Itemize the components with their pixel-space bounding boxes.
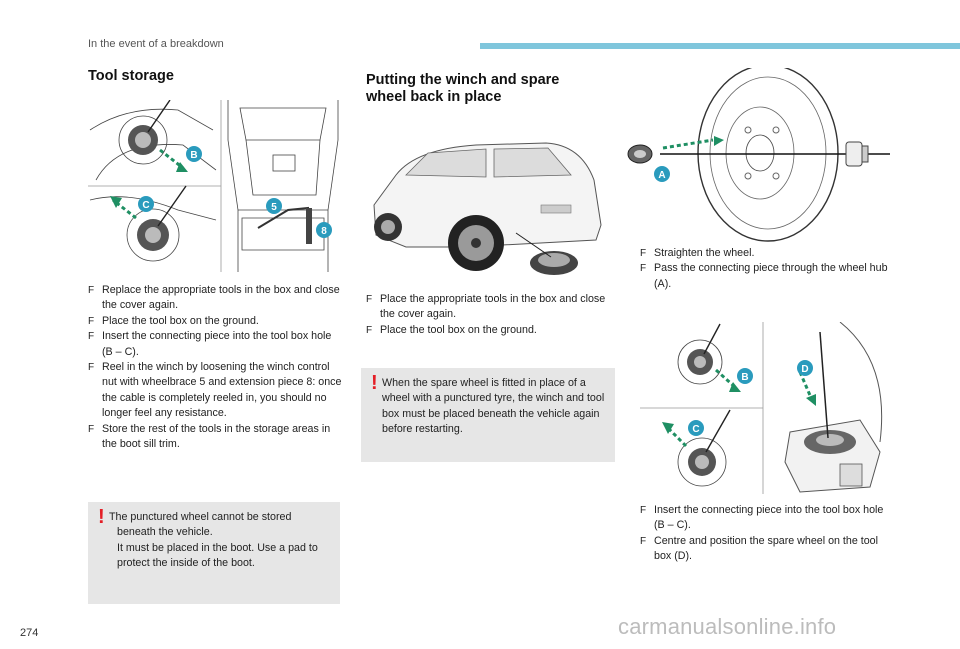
step-item: Place the appropriate tools in the box a… bbox=[366, 292, 616, 323]
tool-storage-heading: Tool storage bbox=[88, 68, 174, 84]
label-c: C bbox=[692, 424, 699, 435]
label-c: C bbox=[142, 200, 149, 211]
connecting-piece bbox=[627, 144, 653, 164]
warning-icon: ! bbox=[371, 372, 378, 394]
note-line: It must be placed in the boot. Use a pad… bbox=[117, 541, 318, 554]
label-c-badge bbox=[688, 420, 704, 436]
wheel-hub-steps: Straighten the wheel. Pass the connectin… bbox=[640, 246, 892, 292]
winch-nut bbox=[845, 141, 869, 167]
winch-heading: Putting the winch and spare wheel back i… bbox=[366, 72, 560, 105]
winch-warning-note: ! When the spare wheel is fitted in plac… bbox=[361, 368, 615, 462]
car-spare-wheel-illustration bbox=[366, 135, 611, 277]
step-item: Straighten the wheel. bbox=[640, 246, 892, 262]
step-item: Insert the connecting piece into the too… bbox=[88, 329, 344, 360]
note-line: beneath the vehicle. bbox=[117, 526, 213, 539]
step-item: Insert the connecting piece into the too… bbox=[640, 503, 892, 534]
label-c-badge bbox=[138, 196, 154, 212]
note-line: protect the inside of the boot. bbox=[117, 557, 255, 570]
label-5-badge bbox=[266, 198, 282, 214]
section-accent-bar bbox=[480, 43, 960, 49]
label-b: B bbox=[190, 150, 197, 161]
step-item: Centre and position the spare wheel on t… bbox=[640, 534, 892, 565]
label-8: 8 bbox=[321, 226, 327, 237]
tool-storage-steps: Replace the appropriate tools in the box… bbox=[88, 283, 344, 452]
suv-drawing bbox=[373, 142, 602, 271]
label-8-badge bbox=[316, 222, 332, 238]
tool-box-hole-c bbox=[662, 409, 731, 487]
wheel-hub-illustration: A bbox=[618, 68, 890, 244]
label-b-badge bbox=[737, 368, 753, 384]
label-a: A bbox=[658, 170, 665, 181]
step-item: Place the tool box on the ground. bbox=[366, 323, 616, 339]
spare-wheel-drawing bbox=[515, 232, 578, 275]
step-item: Replace the appropriate tools in the box… bbox=[88, 283, 344, 314]
boot-interior-drawing bbox=[227, 100, 339, 272]
spare-wheel-on-tool-box bbox=[784, 322, 883, 493]
tool-box-positioning-illustration: B C D bbox=[640, 322, 892, 494]
step-item: Place the tool box on the ground. bbox=[88, 314, 344, 330]
page-number: 274 bbox=[20, 627, 39, 639]
tool-box-bottom-detail bbox=[89, 185, 217, 262]
label-b-badge bbox=[186, 146, 202, 162]
label-d-badge bbox=[797, 360, 813, 376]
label-5: 5 bbox=[271, 202, 277, 213]
tool-box-top-detail bbox=[89, 100, 217, 181]
step-item: Reel in the winch by loosening the winch… bbox=[88, 360, 344, 422]
watermark: carmanualsonline.info bbox=[618, 614, 837, 639]
tool-storage-warning-note: ! The punctured wheel cannot be stored b… bbox=[88, 502, 340, 604]
section-title: In the event of a breakdown bbox=[88, 38, 224, 50]
tool-box-steps: Insert the connecting piece into the too… bbox=[640, 503, 892, 565]
note-line: The punctured wheel cannot be stored bbox=[109, 511, 292, 523]
tool-storage-illustration: B C 5 8 bbox=[88, 100, 340, 272]
winch-steps: Place the appropriate tools in the box a… bbox=[366, 292, 616, 339]
label-a-badge bbox=[654, 166, 670, 182]
warning-icon: ! bbox=[98, 506, 105, 528]
step-item: Store the rest of the tools in the stora… bbox=[88, 422, 344, 453]
note-text: When the spare wheel is fitted in place … bbox=[382, 377, 605, 436]
step-item: Pass the connecting piece through the wh… bbox=[640, 261, 892, 292]
tool-box-hole-b bbox=[677, 323, 741, 392]
label-d: D bbox=[801, 364, 808, 375]
label-b: B bbox=[741, 372, 748, 383]
